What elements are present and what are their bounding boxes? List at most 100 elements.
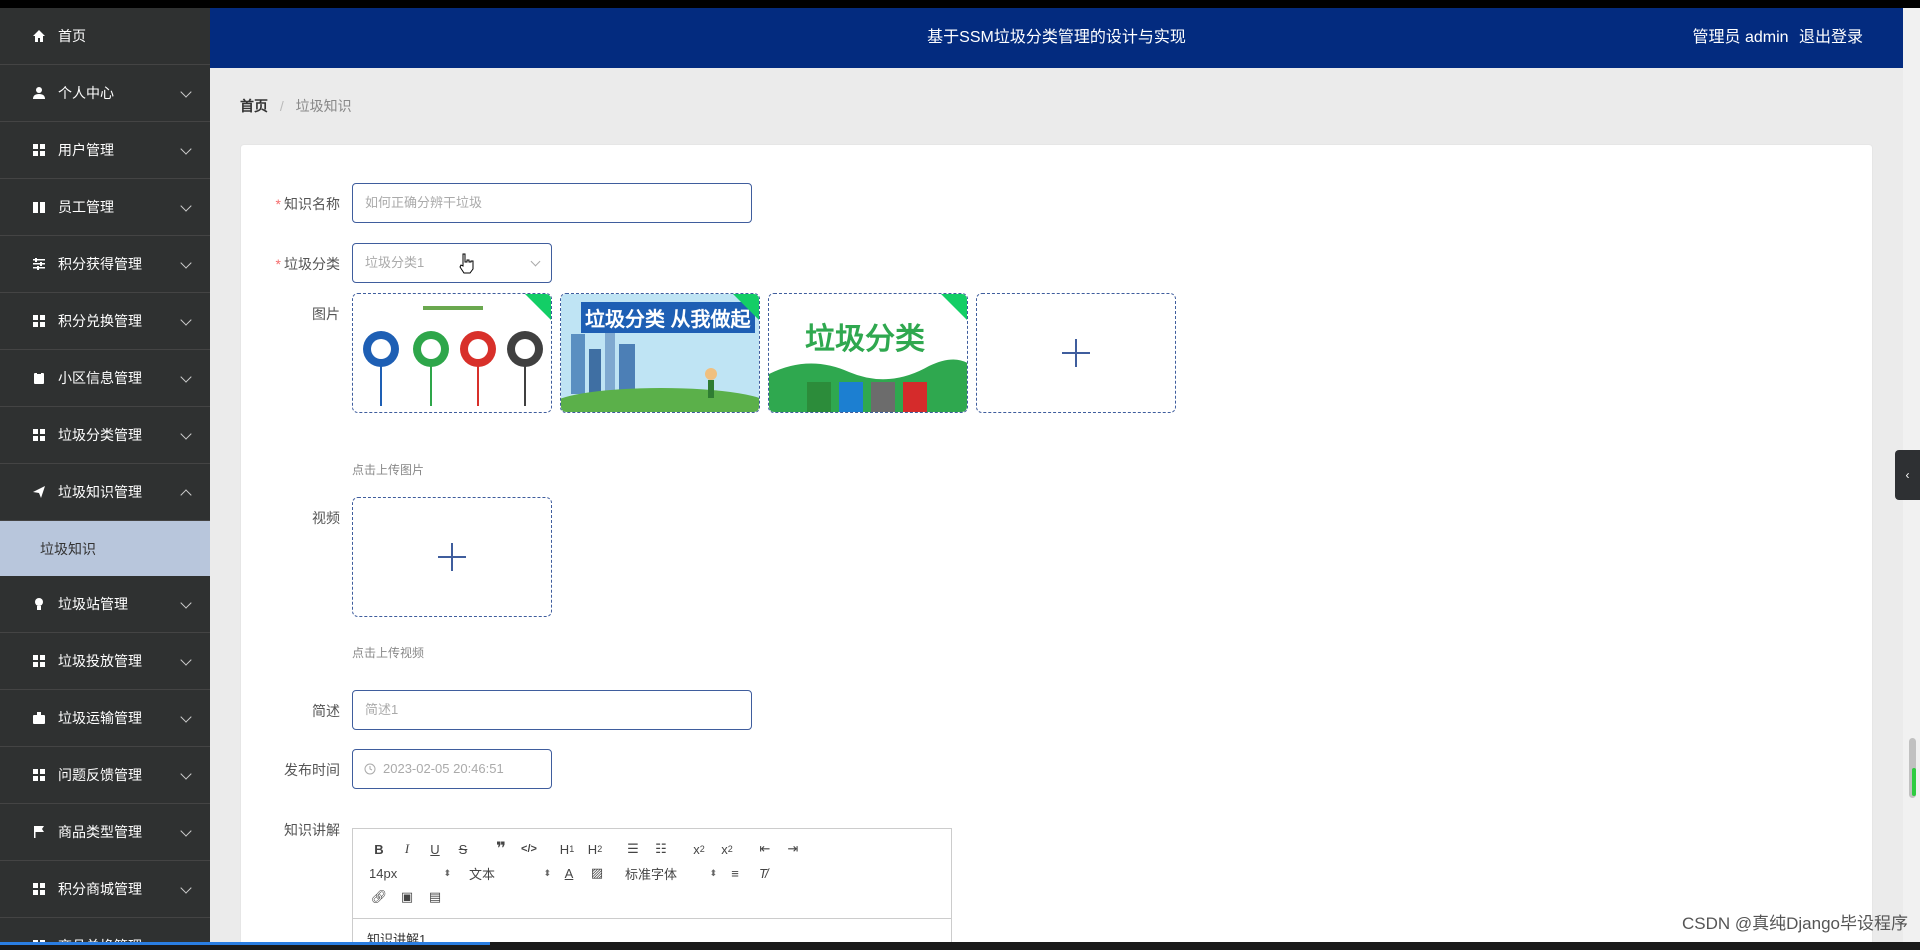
sidebar-item-10[interactable]: 垃圾投放管理 [0, 633, 210, 690]
sidebar-item-0[interactable]: 首页 [0, 8, 210, 65]
bottom-bar [0, 942, 1920, 950]
chevron-down-icon [180, 257, 192, 269]
video-icon[interactable]: ▤ [428, 889, 442, 904]
sidebar-subitem-active[interactable]: 垃圾知识 [0, 521, 210, 576]
image-thumb-1[interactable] [352, 293, 552, 413]
sidebar-item-label: 垃圾知识管理 [58, 484, 142, 500]
sidebar: 首页个人中心用户管理员工管理积分获得管理积分兑换管理小区信息管理垃圾分类管理垃圾… [0, 8, 210, 942]
time-picker[interactable]: 2023-02-05 20:46:51 [352, 749, 552, 789]
upload-success-mark [733, 294, 759, 320]
block-format-select[interactable]: 文本⬍ [469, 866, 551, 882]
chevron-down-icon [180, 768, 192, 780]
sidebar-item-12[interactable]: 问题反馈管理 [0, 747, 210, 804]
video-upload-hint: 点击上传视频 [352, 646, 425, 660]
sidebar-item-label: 积分获得管理 [58, 256, 142, 272]
chevron-down-icon [180, 428, 192, 440]
sidebar-item-8[interactable]: 垃圾知识管理 [0, 464, 210, 521]
outdent-icon[interactable]: ⇤ [759, 841, 771, 856]
chevron-down-icon [180, 86, 192, 98]
ordered-list-icon[interactable]: ☰ [627, 841, 639, 856]
bold-icon[interactable]: B [374, 841, 384, 857]
chevron-down-icon [180, 882, 192, 894]
sidebar-item-2[interactable]: 用户管理 [0, 122, 210, 179]
breadcrumb-home[interactable]: 首页 [240, 98, 268, 114]
font-color-icon[interactable]: A [564, 865, 574, 881]
code-block-icon[interactable]: </> [521, 843, 537, 855]
blockquote-icon[interactable]: ❞ [496, 839, 506, 858]
name-label: *知识名称 [275, 196, 340, 212]
sidebar-item-label: 首页 [58, 28, 86, 44]
user-name: 管理员 admin [1692, 29, 1789, 46]
sidebar-item-label: 员工管理 [58, 199, 114, 215]
grid-icon [32, 882, 46, 896]
category-select[interactable]: 垃圾分类1 [352, 243, 552, 283]
breadcrumb-separator: / [279, 98, 284, 114]
sidebar-item-label: 积分商城管理 [58, 881, 142, 897]
sidebar-item-13[interactable]: 商品类型管理 [0, 804, 210, 861]
chevron-down-icon [180, 711, 192, 723]
strikethrough-icon[interactable]: S [458, 841, 468, 857]
logout-button[interactable]: 退出登录 [1798, 29, 1863, 46]
poster-title: 垃圾分类 [805, 323, 925, 356]
grid-icon [32, 314, 46, 328]
briefcase-icon [32, 711, 46, 725]
underline-icon[interactable]: U [430, 841, 440, 857]
collapse-panel-button[interactable]: ‹ [1895, 450, 1920, 500]
italic-icon[interactable]: I [404, 841, 410, 856]
clock-icon [364, 763, 376, 775]
send-icon [32, 485, 46, 499]
image-thumb-3[interactable]: 垃圾分类 [768, 293, 968, 413]
grid-icon [32, 428, 46, 442]
user-area: 管理员 admin 退出登录 [1687, 8, 1864, 68]
clipboard-icon [32, 371, 46, 385]
sidebar-item-label: 商品类型管理 [58, 824, 142, 840]
indent-icon[interactable]: ⇥ [787, 841, 799, 856]
background-color-icon[interactable]: ▨ [590, 865, 604, 880]
sidebar-item-6[interactable]: 小区信息管理 [0, 350, 210, 407]
chevron-down-icon [180, 654, 192, 666]
category-value: 垃圾分类1 [365, 255, 425, 270]
watermark: CSDN @真纯Django毕设程序 [1681, 914, 1908, 933]
grid-icon [32, 143, 46, 157]
bulb-icon [32, 597, 46, 611]
sidebar-item-label: 小区信息管理 [58, 370, 142, 386]
font-size-select[interactable]: 14px⬍ [369, 865, 451, 881]
sidebar-item-14[interactable]: 积分商城管理 [0, 861, 210, 918]
chevron-up-icon [180, 489, 192, 501]
link-icon[interactable]: 🔗︎ [370, 889, 388, 904]
sidebar-item-label: 个人中心 [58, 85, 114, 101]
grid-icon [32, 654, 46, 668]
sidebar-item-label: 用户管理 [58, 142, 114, 158]
chevron-down-icon [180, 200, 192, 212]
bullet-list-icon[interactable]: ☷ [655, 841, 667, 856]
grid-icon [32, 768, 46, 782]
recycle-flowers-image [353, 294, 551, 412]
image-icon[interactable]: ▣ [400, 889, 414, 904]
summary-input[interactable]: 简述1 [352, 690, 752, 730]
editor-content[interactable]: 知识讲解1 [367, 932, 427, 942]
sidebar-item-11[interactable]: 垃圾运输管理 [0, 690, 210, 747]
image-thumb-2[interactable]: 垃圾分类 从我做起 [560, 293, 760, 413]
sidebar-item-7[interactable]: 垃圾分类管理 [0, 407, 210, 464]
category-label: *垃圾分类 [275, 256, 340, 272]
sidebar-item-15[interactable]: 商品兑换管理 [0, 918, 210, 942]
font-family-select[interactable]: 标准字体⬍ [625, 866, 717, 882]
video-upload-button[interactable] [352, 497, 552, 617]
clear-format-icon[interactable]: T̸ [759, 865, 767, 881]
sidebar-item-9[interactable]: 垃圾站管理 [0, 576, 210, 633]
sidebar-item-4[interactable]: 积分获得管理 [0, 236, 210, 293]
name-input[interactable]: 如何正确分辨干垃圾 [352, 183, 752, 223]
breadcrumb-current: 垃圾知识 [295, 98, 352, 114]
sidebar-item-3[interactable]: 员工管理 [0, 179, 210, 236]
sidebar-item-5[interactable]: 积分兑换管理 [0, 293, 210, 350]
align-icon[interactable]: ≡ [731, 865, 739, 881]
sidebar-item-1[interactable]: 个人中心 [0, 65, 210, 122]
image-upload-button[interactable] [976, 293, 1176, 413]
time-label: 发布时间 [284, 762, 340, 778]
